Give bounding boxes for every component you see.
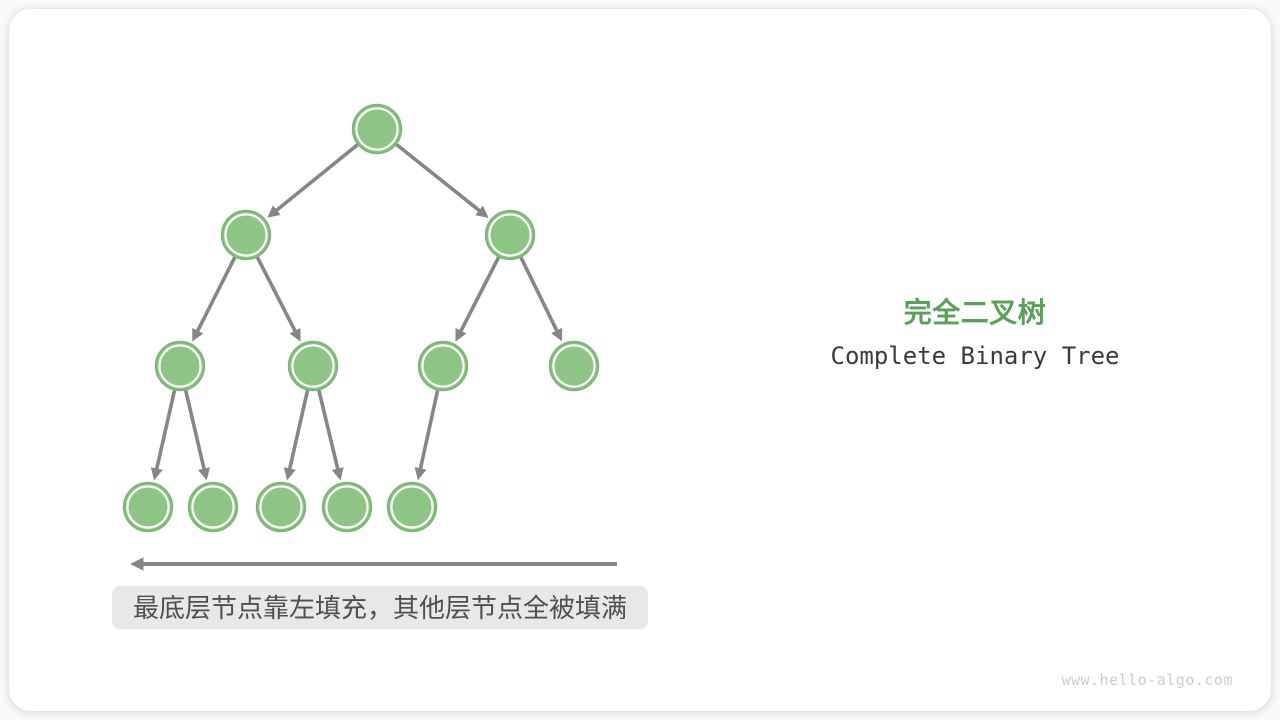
tree-edge: [150, 390, 177, 481]
tree-edge: [255, 256, 301, 342]
tree-edge: [267, 143, 359, 218]
tree-node: [220, 209, 272, 261]
tree-node: [287, 340, 339, 392]
watermark: www.hello-algo.com: [1061, 671, 1233, 689]
tree-node: [417, 340, 469, 392]
tree-node: [255, 481, 307, 533]
tree-edge: [455, 256, 501, 342]
tree-node: [484, 209, 536, 261]
tree-edge: [519, 256, 563, 342]
tree-edge: [414, 390, 440, 481]
tree-edge: [192, 256, 237, 342]
tree-node: [154, 340, 206, 392]
tree-edges: [150, 143, 563, 481]
tree-node: [122, 481, 174, 533]
tree-nodes: [122, 103, 600, 533]
title-block: 完全二叉树 Complete Binary Tree: [775, 297, 1175, 370]
caption-label: 最底层节点靠左填充，其他层节点全被填满: [112, 586, 648, 629]
tree-node: [187, 481, 239, 533]
tree-node: [351, 103, 403, 155]
tree-node: [548, 340, 600, 392]
tree-edge: [183, 389, 210, 481]
page-title-en: Complete Binary Tree: [830, 342, 1120, 370]
page-title-zh: 完全二叉树: [903, 297, 1047, 328]
tree-edge: [395, 143, 489, 218]
tree-edge: [283, 390, 310, 481]
tree-node: [321, 481, 373, 533]
tree-node: [386, 481, 438, 533]
tree-edge: [317, 389, 344, 481]
